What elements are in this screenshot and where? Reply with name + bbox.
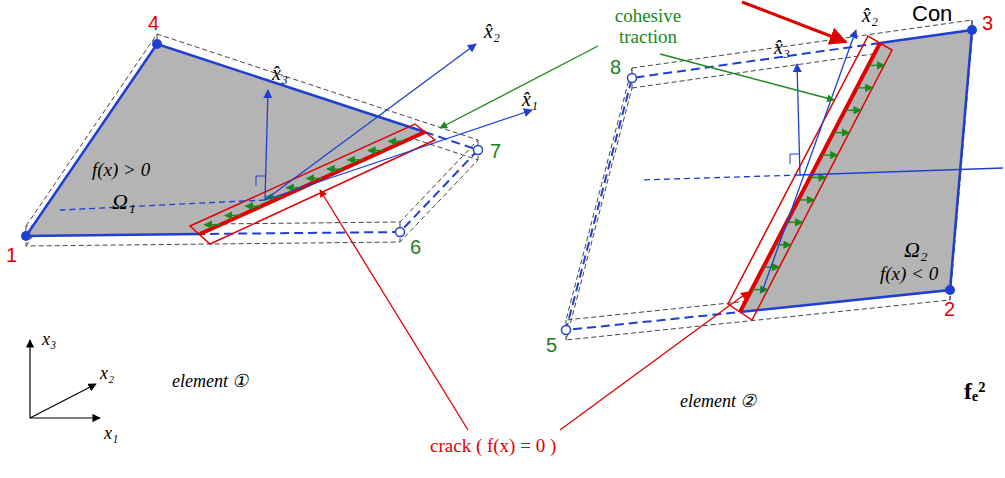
node-number: 7 [490,140,501,162]
cut-off-text: Con [912,2,952,26]
traction-arrow [857,87,873,88]
element-2-local-axes [640,30,1003,292]
traction-arrow [787,222,803,223]
traction-arrow [327,168,343,169]
traction-arrow [822,154,838,155]
region-condition: f(x) < 0 [880,264,938,285]
element-1-slab [26,34,478,246]
cohesive-traction-arrows-2 [752,65,885,289]
element-2-slab [566,20,972,340]
traction-arrow [307,178,323,179]
traction-arrow [368,150,384,151]
node-number: 8 [610,56,621,78]
traction-arrow [868,65,884,66]
node-dot [474,146,483,155]
node-number: 3 [982,12,993,34]
node-dot [152,39,162,49]
leader-lines [320,2,846,430]
callout-label: cohesive traction [600,6,696,48]
crack-line-1 [200,132,425,234]
element-2-dashed-edge [566,43,880,330]
callout-label: crack ( f(x) = 0 ) [430,436,556,457]
traction-arrow [204,224,220,225]
global-axes [30,340,100,418]
node-number: 1 [6,244,17,266]
axis-label: x₂ [100,364,114,384]
node-dot [945,285,955,295]
omega-2-region [740,30,972,312]
region-condition: f(x) > 0 [92,160,150,181]
omega-1-region [26,44,425,236]
traction-arrow [225,215,241,216]
axis-label: x̂₁ [522,88,538,110]
node-dot [967,25,977,35]
traction-arrow [389,141,405,142]
node-dot [396,228,405,237]
traction-arrow [798,199,814,200]
axis-label: x̂₃ [272,62,288,84]
axis-label: x̂₃ [774,36,790,58]
axis-label: x₃ [42,330,56,350]
cohesive-traction-arrows-1 [204,141,404,224]
traction-arrow [833,132,849,133]
node-dot [562,326,571,335]
traction-arrow [810,177,826,178]
element-2-solid-edge [740,30,972,312]
node-dot [21,231,31,241]
element-1-dashed-edge [200,132,478,234]
node-number: 6 [410,236,421,258]
element-label: element ① [172,372,248,392]
axis-label: x̂₂ [484,20,500,42]
crack-line-2 [740,43,880,312]
node-number: 4 [148,12,159,34]
region-label: Ω₁ [112,190,136,214]
traction-arrow [752,289,768,290]
traction-arrow [245,205,261,206]
node-dot [628,74,637,83]
traction-arrow [845,110,861,111]
element-1-local-axes [60,44,532,210]
axis-label: x̂₂ [862,4,878,26]
node-number: 2 [944,298,955,320]
region-label: Ω₂ [904,238,928,262]
traction-arrow [775,244,791,245]
traction-arrow [348,159,364,160]
axis-label: x₁ [104,424,118,444]
force-vector-label: fₑ² [964,378,985,404]
element-label: element ② [680,392,756,412]
node-number: 5 [546,334,557,356]
element-1-solid-edge [26,44,425,236]
